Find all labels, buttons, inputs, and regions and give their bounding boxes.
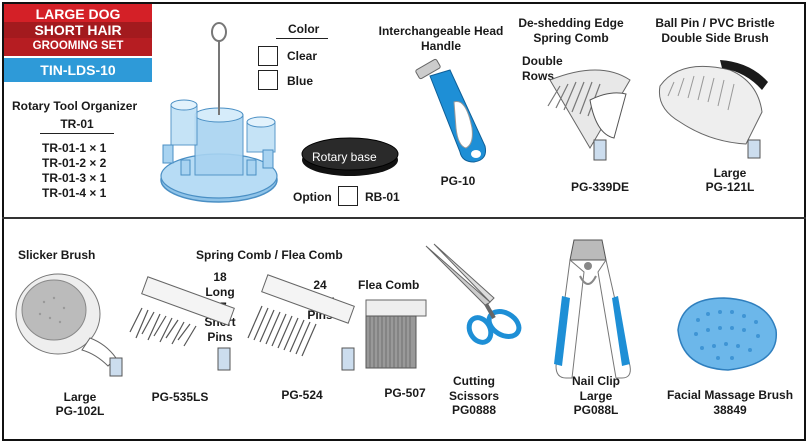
pg121l-code: PG-121L: [705, 180, 755, 194]
massage-brush-name: Facial Massage Brush: [666, 388, 794, 402]
pg121l-size: Large: [713, 166, 747, 180]
banner-line-2: SHORT HAIR: [4, 22, 152, 38]
pg524-code: PG-524: [281, 388, 323, 402]
organizer-part-3: TR-01-3 × 1: [42, 171, 107, 185]
scissors-image: [425, 243, 522, 345]
massage-brush-image: [677, 297, 777, 371]
comb-524-image: [247, 274, 355, 371]
flea-comb-code: PG-507: [384, 386, 426, 400]
set-code: TIN-LDS-10: [4, 58, 152, 82]
organizer-part-2: TR-01-2 × 2: [42, 156, 107, 170]
option-label: Option: [293, 190, 332, 204]
organizer-part-1: TR-01-1 × 1: [42, 141, 107, 155]
slicker-name: Slicker Brush: [18, 248, 96, 262]
interchangeable-handle-image: [415, 58, 486, 163]
pg10-code: PG-10: [440, 174, 476, 188]
slicker-size: Large: [63, 390, 97, 404]
banner-line-3: GROOMING SET: [4, 38, 152, 56]
rotary-base-image: [301, 137, 399, 176]
pg10-name: Interchangeable Head Handle: [378, 24, 504, 53]
organizer-code: TR-01: [60, 117, 94, 131]
slicker-code: PG-102L: [55, 404, 105, 418]
organizer-title: Rotary Tool Organizer: [12, 99, 138, 113]
clear-checkbox[interactable]: [258, 46, 278, 66]
rotary-base-label: Rotary base: [312, 150, 377, 164]
color-underline: [276, 38, 328, 39]
spring-comb-heading: Spring Comb / Flea Comb: [196, 248, 343, 262]
banner-line-1: LARGE DOG: [4, 4, 152, 22]
scissors-code: PG0888: [451, 403, 497, 417]
comb-535-image: [129, 276, 235, 371]
flea-comb-image: [365, 299, 427, 369]
nail-clip-code: PG088L: [573, 403, 619, 417]
deshedding-comb-image: [547, 69, 631, 161]
set-banner: LARGE DOG SHORT HAIR GROOMING SET TIN-LD…: [4, 4, 152, 82]
pg121l-name: Ball Pin / PVC Bristle Double Side Brush: [655, 16, 775, 45]
blue-checkbox[interactable]: [258, 70, 278, 90]
scissors-name: Cutting Scissors: [448, 374, 500, 403]
pg535ls-code: PG-535LS: [151, 390, 209, 404]
nail-clip-image: [554, 239, 631, 379]
flea-comb-name: Flea Comb: [358, 278, 420, 292]
organizer-part-4: TR-01-4 × 1: [42, 186, 107, 200]
double-side-brush-image: [658, 60, 768, 159]
color-title: Color: [288, 22, 320, 36]
organizer-underline: [40, 133, 114, 134]
color-option-blue: Blue: [287, 74, 314, 88]
pg339de-note: Double Rows: [522, 54, 563, 83]
pg339de-code: PG-339DE: [570, 180, 630, 194]
massage-brush-code: 38849: [713, 403, 747, 417]
nail-clip-name: Nail Clip Large: [571, 374, 620, 403]
pg339de-name: De-shedding Edge Spring Comb: [518, 16, 624, 45]
slicker-brush-image: [15, 273, 123, 377]
rotary-option-code: RB-01: [365, 190, 400, 204]
rotary-option-checkbox[interactable]: [338, 186, 358, 206]
color-option-clear: Clear: [287, 49, 318, 63]
rotary-organizer-image: [160, 22, 278, 203]
section-divider: [2, 217, 806, 219]
